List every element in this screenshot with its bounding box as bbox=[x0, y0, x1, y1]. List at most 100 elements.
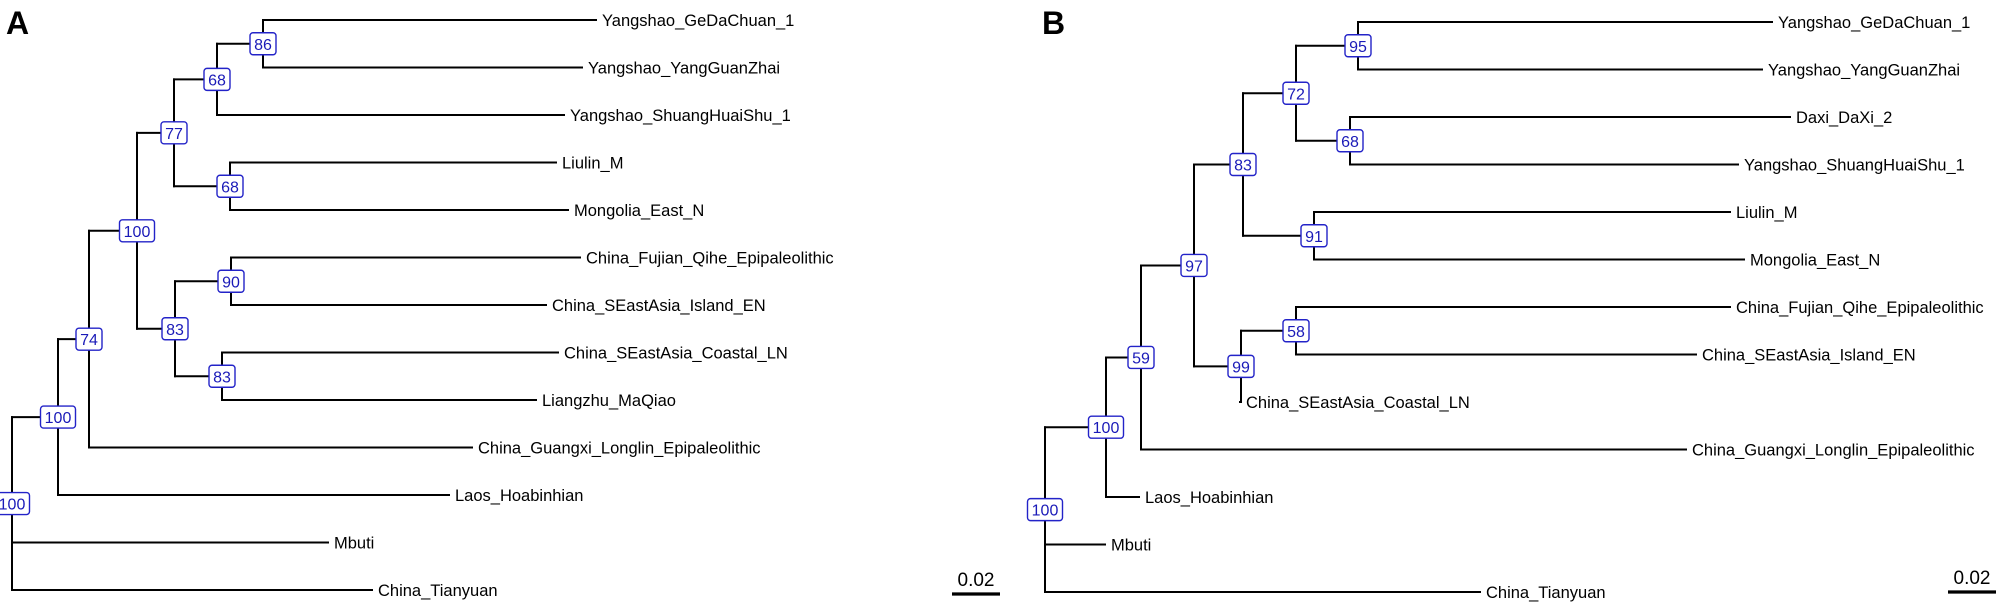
bootstrap-box bbox=[1282, 81, 1310, 105]
panel-letter-b: B bbox=[1042, 5, 1065, 41]
bootstrap-node: 58 bbox=[1282, 319, 1310, 343]
bootstrap-box bbox=[208, 364, 236, 388]
bootstrap-value: 100 bbox=[124, 224, 151, 241]
bootstrap-value: 100 bbox=[0, 497, 25, 514]
bootstrap-box bbox=[1087, 415, 1125, 439]
bootstrap-box bbox=[217, 269, 245, 293]
leaf-label: China_Guangxi_Longlin_Epipaleolithic bbox=[478, 440, 761, 458]
leaf-label: China_Guangxi_Longlin_Epipaleolithic bbox=[1692, 442, 1975, 460]
scale-bar-a: 0.02 bbox=[952, 570, 1000, 596]
bootstrap-node: 91 bbox=[1300, 224, 1328, 248]
bootstrap-value: 97 bbox=[1185, 258, 1203, 275]
bootstrap-box bbox=[1127, 345, 1155, 370]
bootstrap-node: 77 bbox=[160, 121, 188, 145]
bootstrap-node: 83 bbox=[1229, 152, 1257, 177]
tree-a: 86 68 68 77 90 83 83 100 74 100 100 Yangshao_GeDaCh… bbox=[0, 12, 834, 600]
scale-bar-b: 0.02 bbox=[1948, 568, 1996, 594]
bootstrap-value: 83 bbox=[1234, 158, 1252, 175]
tree-b: 956872918358999759100100Yangshao_GeDaChu… bbox=[1026, 14, 1984, 602]
bootstrap-node: 68 bbox=[203, 67, 231, 92]
bootstrap-box bbox=[1282, 319, 1310, 343]
leaf-label: Yangshao_YangGuanZhai bbox=[1768, 62, 1960, 80]
bootstrap-value: 83 bbox=[213, 369, 231, 386]
bootstrap-node: 95 bbox=[1344, 34, 1372, 58]
bootstrap-value: 95 bbox=[1349, 39, 1367, 56]
bootstrap-node: 100 bbox=[1087, 415, 1125, 439]
bootstrap-node: 100 bbox=[1026, 497, 1064, 522]
leaf-label: China_SEastAsia_Island_EN bbox=[1702, 347, 1916, 365]
bootstrap-node: 83 bbox=[161, 317, 189, 341]
leaf-label: Yangshao_ShuangHuaiShu_1 bbox=[1744, 157, 1965, 175]
bootstrap-node: 68 bbox=[1336, 129, 1364, 153]
bootstrap-value: 99 bbox=[1232, 359, 1250, 376]
leaf-labels: Yangshao_GeDaChuan_1Yangshao_YangGuanZha… bbox=[334, 12, 834, 600]
leaf-label: China_Tianyuan bbox=[1486, 584, 1606, 602]
bootstrap-node: 100 bbox=[118, 219, 156, 243]
bootstrap-node: 99 bbox=[1227, 354, 1255, 379]
bootstrap-node: 72 bbox=[1282, 81, 1310, 105]
bootstrap-value: 100 bbox=[45, 410, 72, 427]
leaf-label: China_SEastAsia_Coastal_LN bbox=[1246, 394, 1470, 412]
bootstrap-box bbox=[1180, 253, 1208, 278]
bootstrap-box bbox=[75, 327, 103, 351]
bootstrap-node: 86 bbox=[249, 32, 277, 56]
leaf-label: Mongolia_East_N bbox=[574, 202, 704, 220]
bootstrap-node: 74 bbox=[75, 327, 103, 351]
bootstrap-box bbox=[1300, 224, 1328, 248]
bootstrap-box bbox=[1026, 497, 1064, 522]
bootstrap-box bbox=[249, 32, 277, 56]
bootstrap-box bbox=[1229, 152, 1257, 177]
bootstrap-box bbox=[1344, 34, 1372, 58]
bootstrap-value: 72 bbox=[1287, 86, 1305, 103]
bootstrap-box bbox=[160, 121, 188, 145]
bootstrap-value: 68 bbox=[208, 72, 226, 89]
leaf-label: Yangshao_YangGuanZhai bbox=[588, 60, 780, 78]
bootstrap-value: 100 bbox=[1093, 420, 1120, 437]
bootstrap-box bbox=[118, 219, 156, 243]
bootstrap-value: 86 bbox=[254, 37, 272, 54]
support-nodes: 86 68 68 77 90 83 83 100 74 100 100 bbox=[0, 32, 277, 516]
bootstrap-node: 100 bbox=[39, 405, 77, 429]
bootstrap-box bbox=[161, 317, 189, 341]
tree-panel-a: A 86 68 68 77 90 83 83 100 74 100 100 Yangshao_GeDa… bbox=[0, 5, 1000, 600]
bootstrap-node: 100 bbox=[0, 491, 31, 516]
leaf-label: Laos_Hoabinhian bbox=[455, 487, 583, 505]
support-nodes: 95 68 72 91 83 58 99 97 59 100 100 bbox=[1026, 34, 1372, 522]
bootstrap-node: 59 bbox=[1127, 345, 1155, 370]
bootstrap-box bbox=[1227, 354, 1255, 379]
leaf-label: Yangshao_GeDaChuan_1 bbox=[602, 12, 794, 30]
leaf-labels: Yangshao_GeDaChuan_1Yangshao_YangGuanZha… bbox=[1111, 14, 1984, 602]
leaf-label: Daxi_DaXi_2 bbox=[1796, 109, 1892, 127]
leaf-label: Yangshao_GeDaChuan_1 bbox=[1778, 14, 1970, 32]
leaf-label: Mbuti bbox=[1111, 537, 1151, 555]
bootstrap-node: 90 bbox=[217, 269, 245, 293]
scale-bar-label-b: 0.02 bbox=[1954, 568, 1991, 589]
leaf-label: Mongolia_East_N bbox=[1750, 252, 1880, 270]
bootstrap-value: 68 bbox=[221, 179, 239, 196]
leaf-label: China_SEastAsia_Island_EN bbox=[552, 297, 766, 315]
leaf-label: China_SEastAsia_Coastal_LN bbox=[564, 345, 788, 363]
leaf-label: Liangzhu_MaQiao bbox=[542, 392, 676, 410]
bootstrap-value: 90 bbox=[222, 274, 240, 291]
bootstrap-value: 100 bbox=[1032, 503, 1059, 520]
leaf-label: Laos_Hoabinhian bbox=[1145, 489, 1273, 507]
bootstrap-box bbox=[216, 174, 244, 198]
panel-letter-a: A bbox=[6, 5, 29, 41]
leaf-label: Mbuti bbox=[334, 535, 374, 553]
bootstrap-value: 74 bbox=[80, 332, 98, 349]
bootstrap-node: 83 bbox=[208, 364, 236, 388]
bootstrap-value: 59 bbox=[1132, 350, 1150, 367]
leaf-label: Liulin_M bbox=[562, 155, 623, 173]
scale-bar-label-a: 0.02 bbox=[958, 570, 995, 591]
leaf-label: Liulin_M bbox=[1736, 204, 1797, 222]
leaf-label: China_Fujian_Qihe_Epipaleolithic bbox=[1736, 299, 1984, 317]
bootstrap-node: 97 bbox=[1180, 253, 1208, 278]
bootstrap-box bbox=[0, 491, 31, 516]
bootstrap-value: 58 bbox=[1287, 324, 1305, 341]
leaf-label: China_Tianyuan bbox=[378, 582, 498, 600]
bootstrap-box bbox=[39, 405, 77, 429]
leaf-label: China_Fujian_Qihe_Epipaleolithic bbox=[586, 250, 834, 268]
bootstrap-box bbox=[203, 67, 231, 92]
bootstrap-value: 83 bbox=[166, 322, 184, 339]
